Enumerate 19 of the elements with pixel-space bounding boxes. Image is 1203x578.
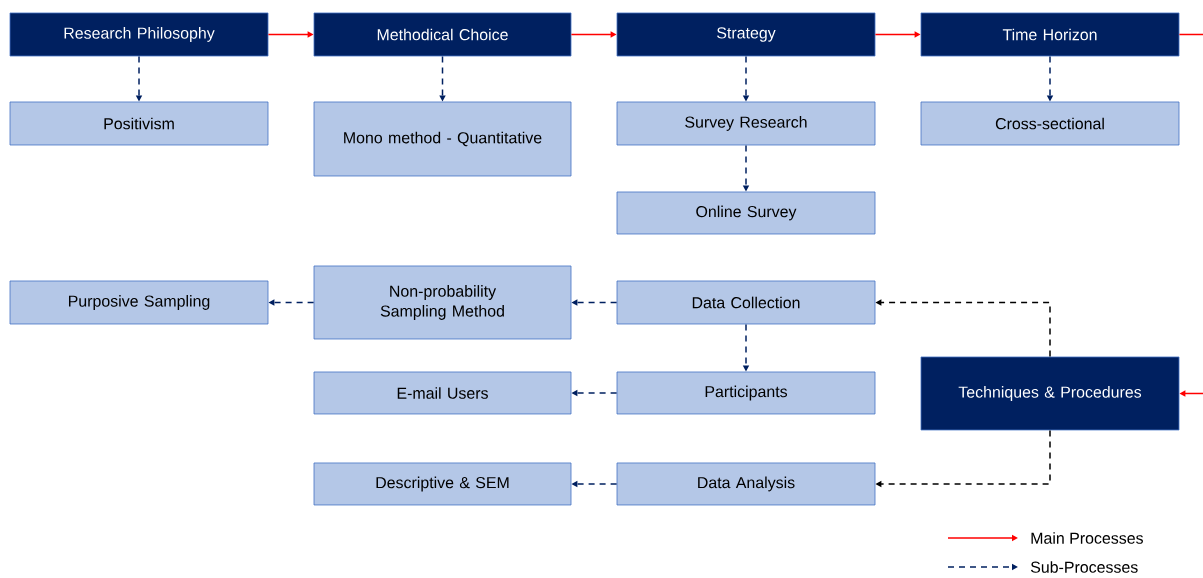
legend-text: Sub-Processes	[1030, 561, 1138, 573]
process-box: Strategy	[616, 12, 876, 57]
sub-process-box: Cross-sectional	[920, 101, 1180, 146]
sub-process-box: E-mail Users	[313, 371, 572, 415]
legend-text: Main Processes	[1031, 532, 1143, 544]
process-box: Time Horizon	[920, 12, 1180, 57]
sub-process-box: Data Analysis	[616, 462, 876, 506]
sub-process-box: Data Collection	[616, 280, 876, 325]
sub-process-box: Survey Research	[616, 101, 876, 146]
process-box: Research Philosophy	[9, 12, 269, 57]
sub-process-box: Online Survey	[616, 191, 876, 235]
sub-process-box: Non-probability Sampling Method	[313, 265, 572, 340]
sub-process-box: Participants	[616, 371, 876, 415]
sub-process-box: Descriptive & SEM	[313, 462, 572, 506]
sub-process-box: Mono method - Quantitative	[313, 101, 572, 177]
sub-process-box: Purposive Sampling	[9, 280, 269, 325]
sub-process-box: Positivism	[9, 101, 269, 146]
process-box: Techniques & Procedures	[920, 356, 1180, 431]
process-box: Methodical Choice	[313, 12, 572, 57]
